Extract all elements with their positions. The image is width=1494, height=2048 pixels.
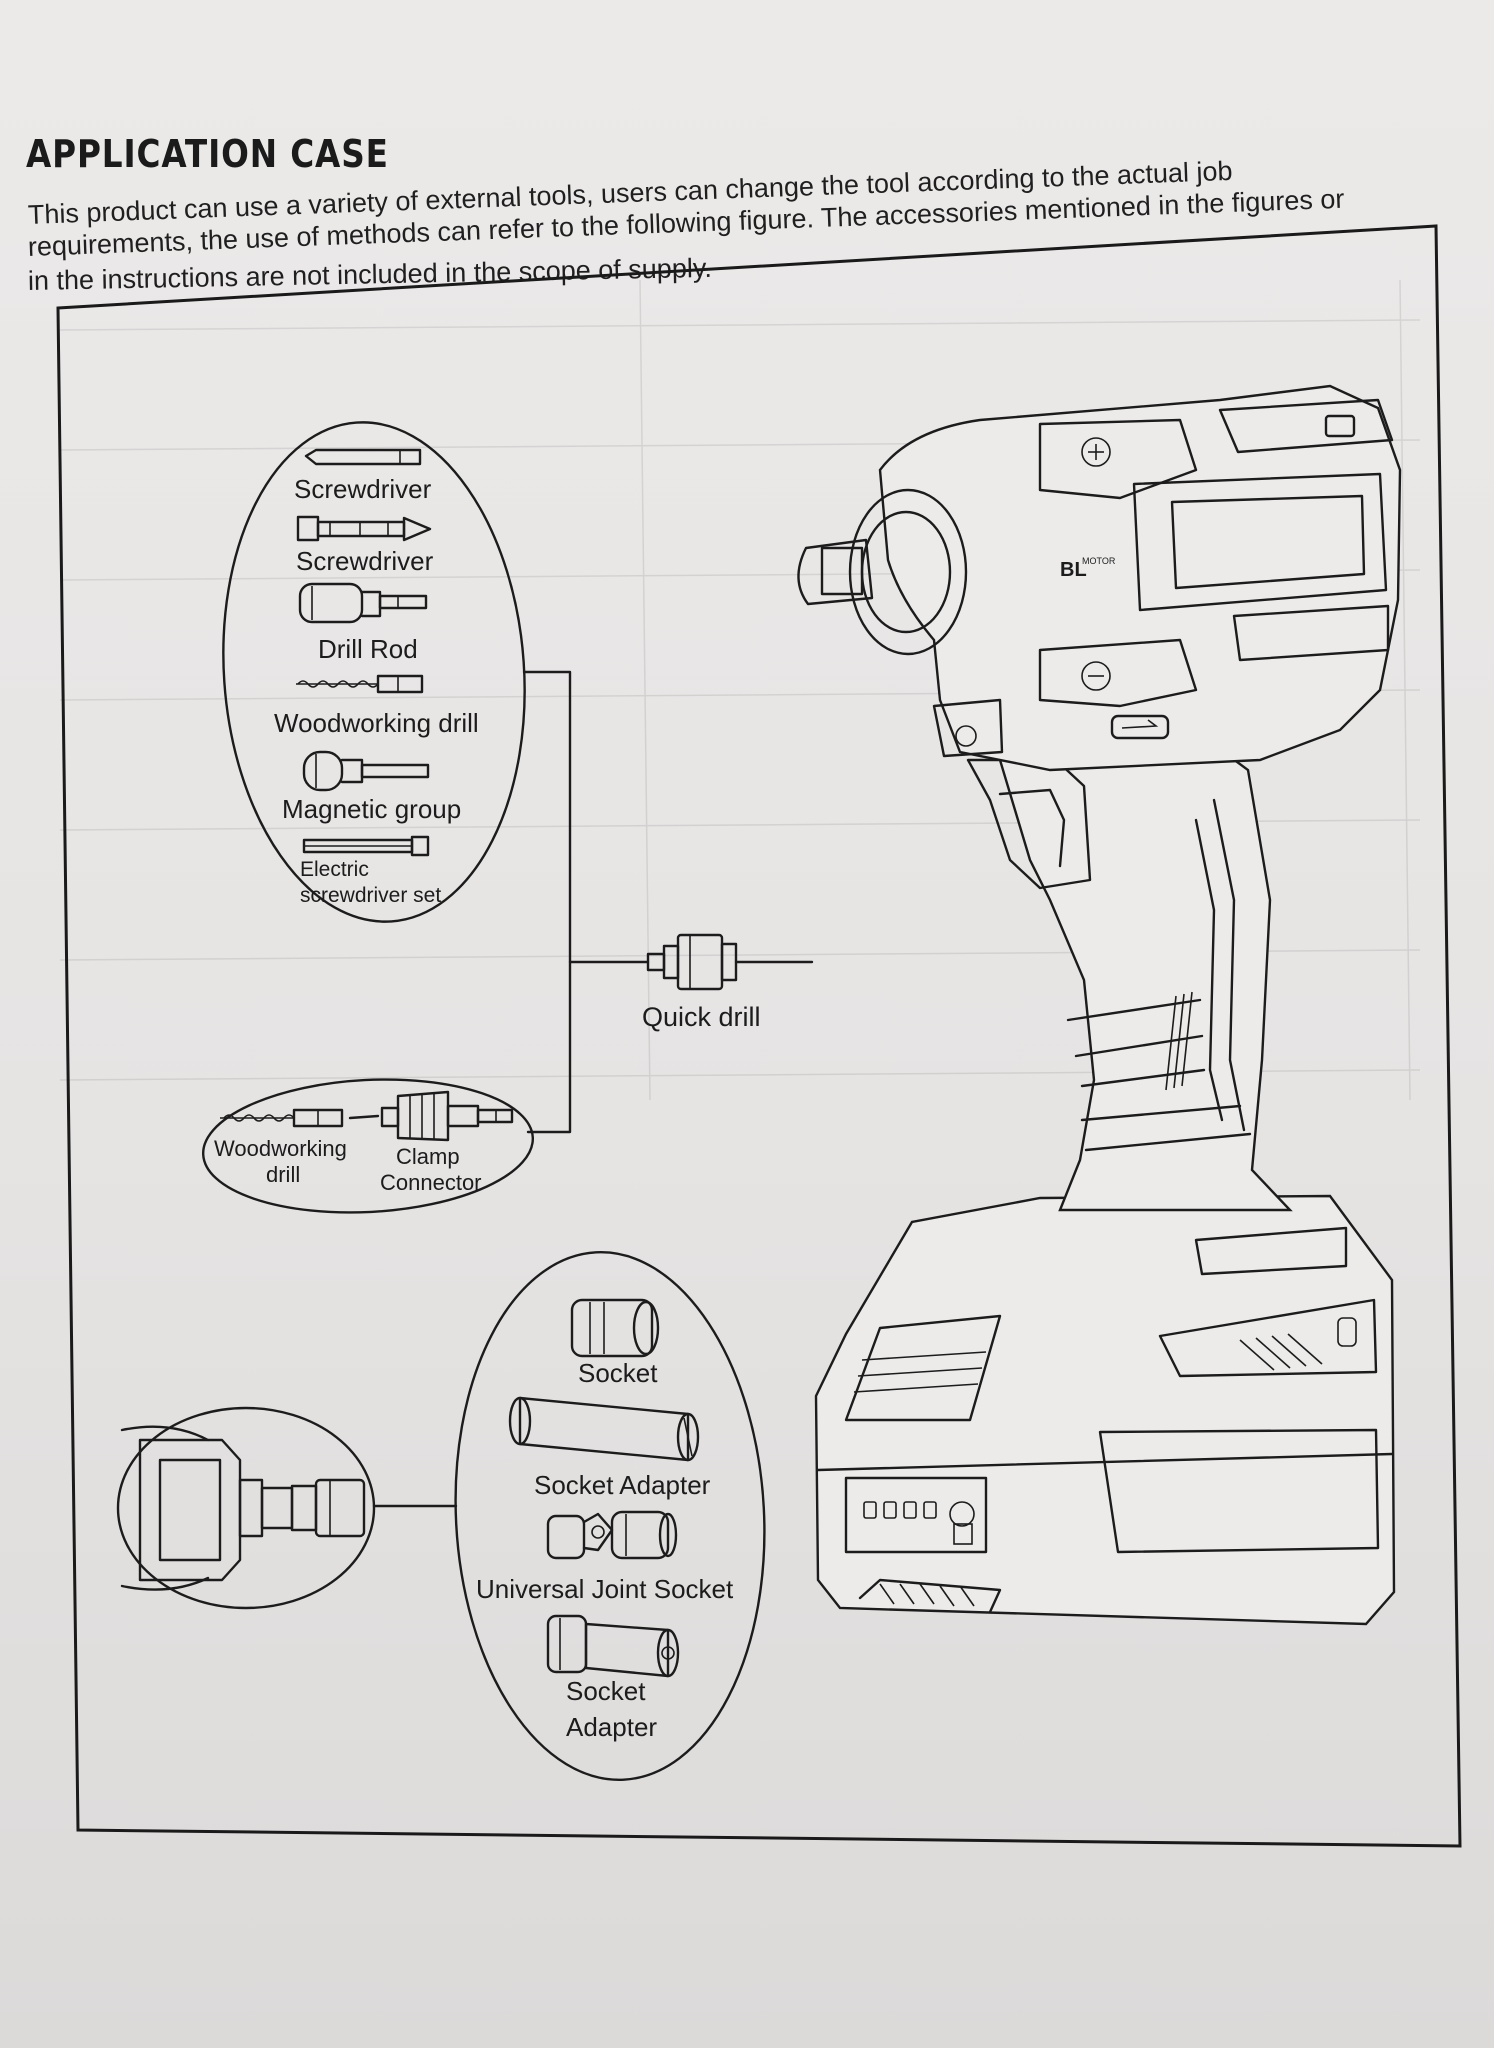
socket-group-item-4-label-line-2: Adapter xyxy=(566,1712,657,1742)
woodworking-drill-icon xyxy=(220,1108,344,1128)
magnetic-holder-icon xyxy=(302,750,430,792)
brand-mark: BL xyxy=(1060,559,1087,581)
socket-group-item-1-label: Socket xyxy=(578,1358,658,1388)
auger-bit-icon xyxy=(296,674,424,694)
universal-joint-icon xyxy=(546,1510,678,1560)
bits-item-2-label: Screwdriver xyxy=(296,546,434,576)
bits-group: Screwdriver Screwdriver Drill Rod xyxy=(222,421,526,923)
bits-item-4-label: Woodworking drill xyxy=(274,708,479,738)
bits-item-1-label: Screwdriver xyxy=(294,474,432,504)
socket-group-item-2-label: Socket Adapter xyxy=(534,1470,711,1500)
page-title: APPLICATION CASE xyxy=(26,132,389,176)
socket-group-item-4-label-line-1: Socket xyxy=(566,1676,646,1706)
socket-group-item-3-label: Universal Joint Socket xyxy=(476,1574,734,1604)
quick-drill-label: Quick drill xyxy=(642,1002,761,1032)
charge-indicator xyxy=(844,1476,988,1554)
impact-socket-icon xyxy=(546,1614,680,1678)
socket-group: Socket Socket Adapter Universal Joint So… xyxy=(454,1251,766,1781)
socket-icon xyxy=(570,1298,660,1358)
nut-driver-icon xyxy=(298,582,428,624)
screwdriver-bit-icon xyxy=(304,448,422,466)
bits-item-3-label: Drill Rod xyxy=(318,634,418,664)
diagram-frame xyxy=(56,224,1462,1848)
battery-pack xyxy=(814,1194,1396,1626)
woodworking-label-line-1: Woodworking xyxy=(214,1136,347,1161)
woodworking-label-line-2: drill xyxy=(266,1162,300,1187)
connector-lines xyxy=(522,670,814,1134)
anvil-closeup xyxy=(116,1406,458,1610)
chuck-group: Woodworking drill Clamp Connector xyxy=(201,1078,535,1214)
handle xyxy=(966,718,1293,1212)
phillips-bit-icon xyxy=(296,515,432,542)
motor-housing: BL MOTOR xyxy=(797,384,1402,772)
extension-bit-icon xyxy=(302,835,430,857)
bits-item-6-label-line-2: screwdriver set xyxy=(300,884,441,907)
brand-sub: MOTOR xyxy=(1082,556,1116,566)
socket-adapter-icon xyxy=(508,1396,700,1462)
clamp-label-line-1: Clamp xyxy=(396,1144,460,1169)
bits-item-6-label-line-1: Electric xyxy=(300,858,369,881)
quick-chuck-adapter-icon xyxy=(646,933,738,991)
clamp-label-line-2: Connector xyxy=(380,1170,482,1195)
keyless-chuck-icon xyxy=(380,1090,514,1142)
impact-wrench-illustration: BL MOTOR xyxy=(797,384,1402,1626)
bits-item-5-label: Magnetic group xyxy=(282,794,461,824)
